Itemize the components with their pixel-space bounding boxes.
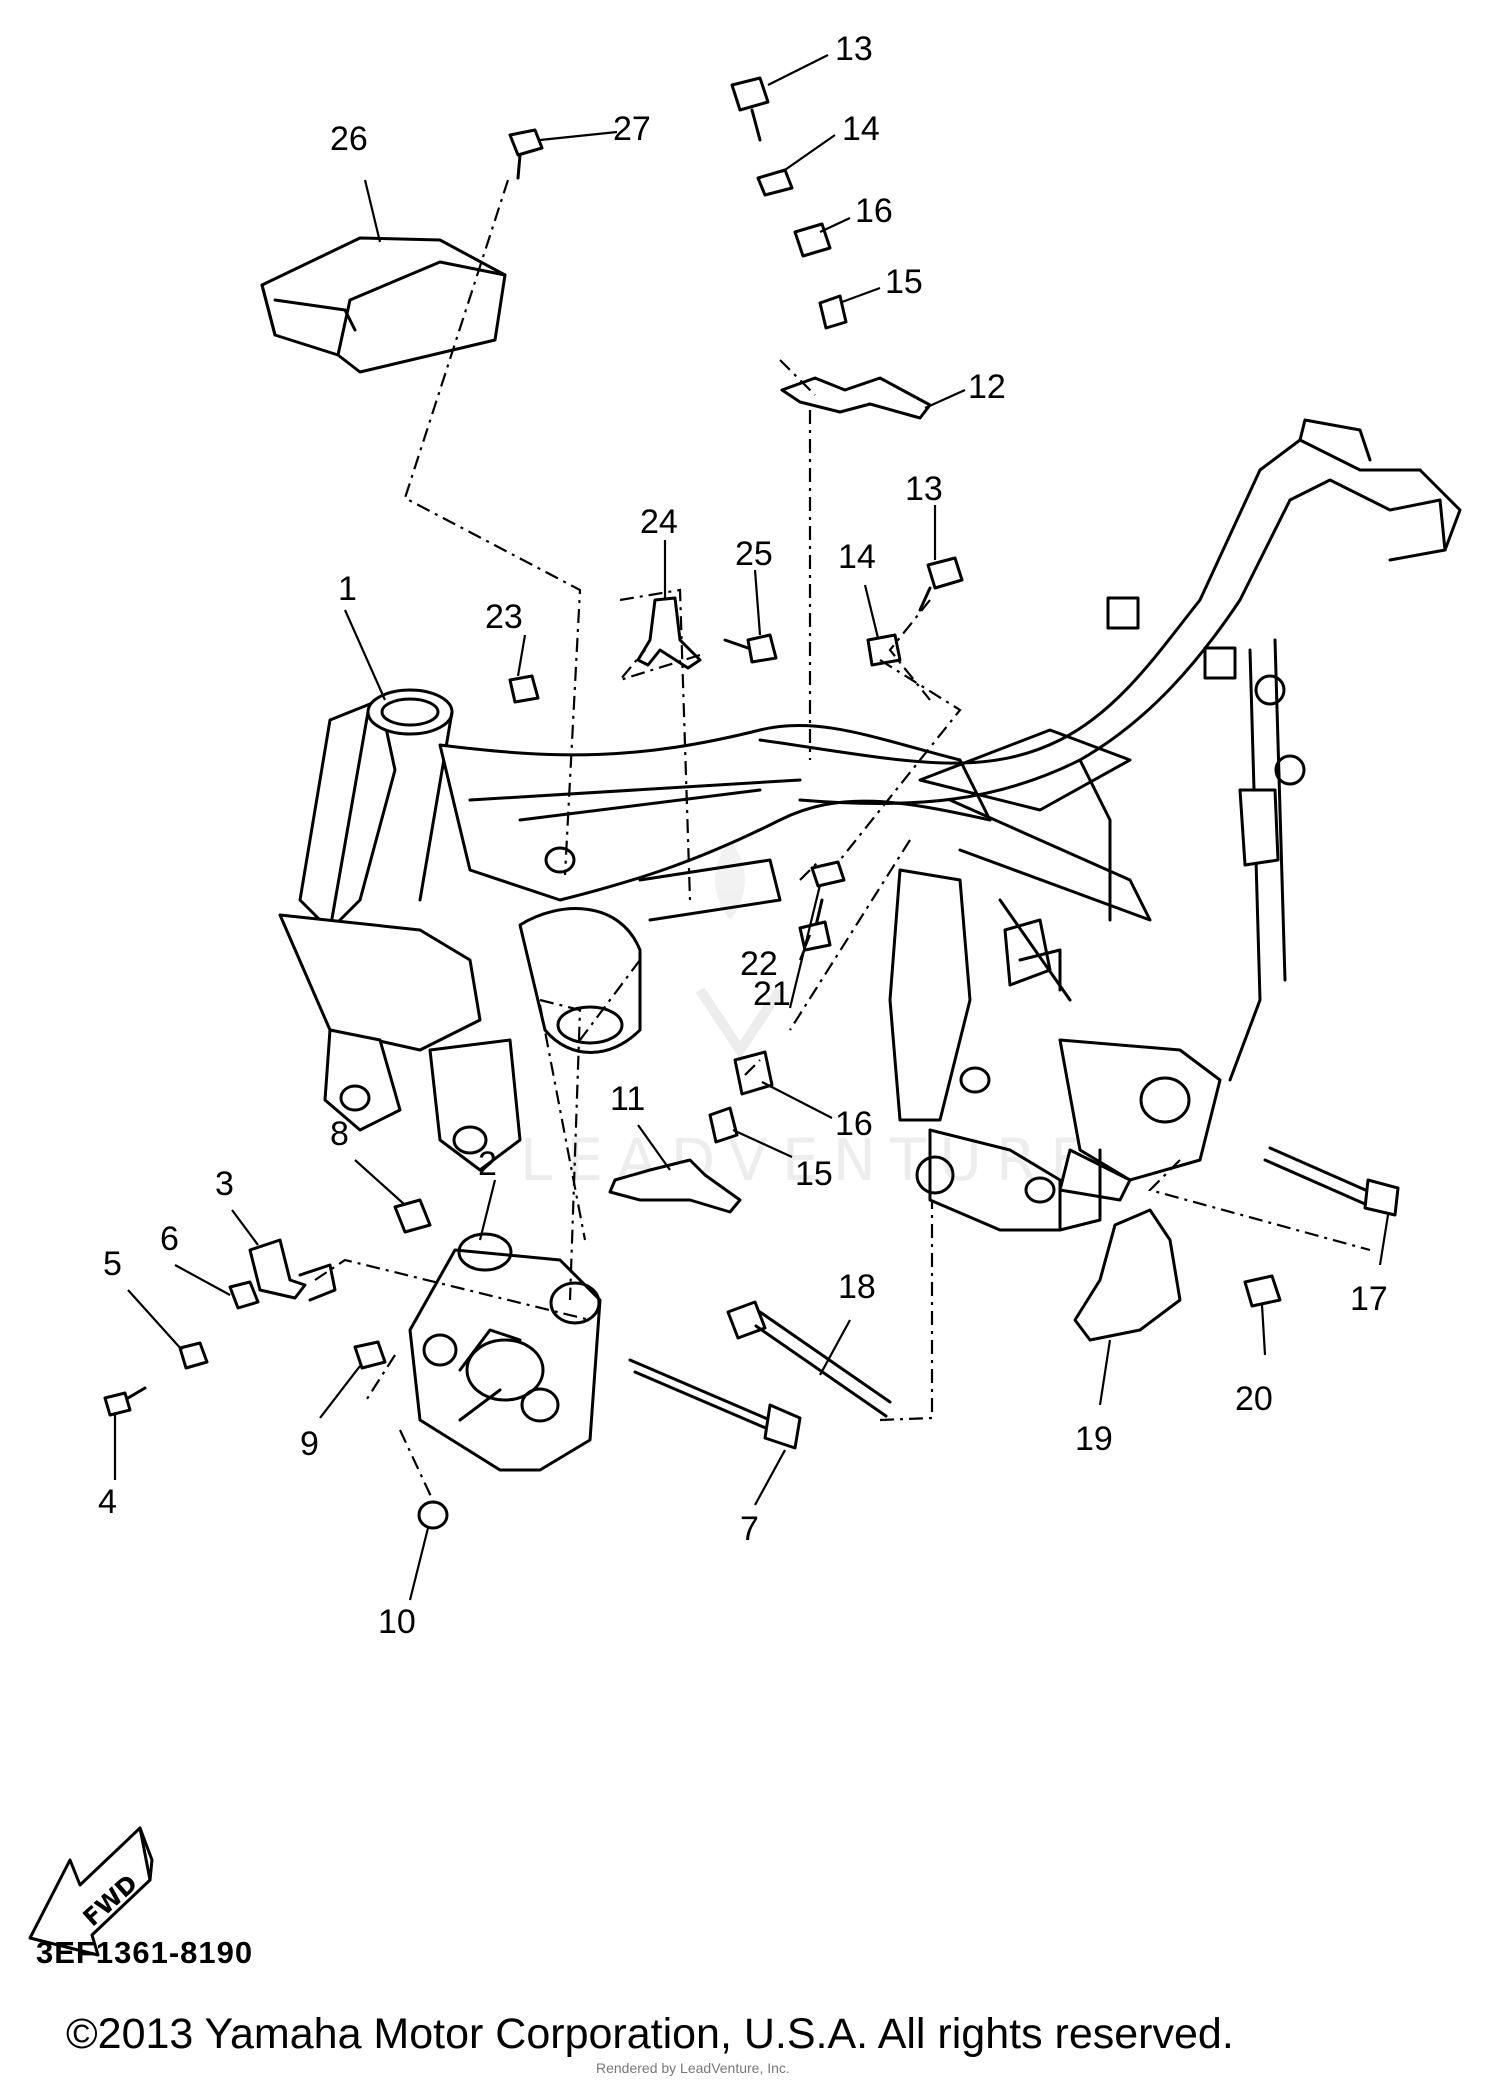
nut-20	[1243, 1274, 1282, 1308]
callout-7: 7	[740, 1510, 759, 1548]
stay-11	[608, 1158, 742, 1214]
screw-25	[723, 633, 778, 664]
callout-3: 3	[215, 1165, 234, 1203]
collar-15-top	[818, 294, 848, 330]
callout-9: 9	[300, 1425, 319, 1463]
callout-14-mid: 14	[838, 538, 876, 576]
leader-lines	[113, 54, 1390, 1601]
nut-8	[393, 1198, 432, 1234]
callout-6: 6	[160, 1220, 179, 1258]
callouts: 1 2 3 4 5 6 7 8 9 10 11 12 13 13 14 14 1…	[98, 30, 1388, 1641]
callout-25: 25	[735, 535, 773, 573]
callout-12: 12	[968, 368, 1006, 406]
callout-23: 23	[485, 598, 523, 636]
callout-10: 10	[378, 1603, 416, 1641]
screw-23	[508, 674, 540, 704]
callout-16-low: 16	[835, 1105, 873, 1143]
screw-27	[508, 128, 544, 180]
engine-bracket-2	[408, 1232, 602, 1472]
callout-1: 1	[338, 570, 357, 608]
rubber-14-mid	[866, 633, 902, 667]
diagram-part-code: 3EF1361-8190	[36, 1935, 254, 1970]
callout-24: 24	[640, 503, 678, 541]
render-credit: Rendered by LeadVenture, Inc.	[596, 2060, 790, 2076]
callout-22: 22	[740, 945, 778, 983]
callout-21: 21	[753, 975, 791, 1013]
damper-16-low	[733, 1050, 774, 1096]
assembly-lines	[314, 179, 1371, 1506]
collar-15-low	[708, 1106, 739, 1144]
copyright-notice: ©2013 Yamaha Motor Corporation, U.S.A. A…	[66, 2010, 1234, 2058]
callout-11: 11	[610, 1080, 645, 1118]
callout-19: 19	[1075, 1420, 1113, 1458]
bolt-7	[628, 1358, 802, 1450]
callout-5: 5	[103, 1245, 122, 1283]
nut-10	[417, 1500, 449, 1530]
bracket-3	[248, 1238, 307, 1300]
callout-26: 26	[330, 120, 368, 158]
callout-15-low: 15	[795, 1155, 833, 1193]
bolt-17	[1263, 1146, 1400, 1217]
callout-18: 18	[838, 1268, 876, 1306]
callout-8: 8	[330, 1115, 349, 1153]
callout-20: 20	[1235, 1380, 1273, 1418]
callout-17: 17	[1350, 1280, 1388, 1318]
callout-13-mid: 13	[905, 470, 943, 508]
cover-26	[260, 236, 507, 374]
callout-16-top: 16	[855, 192, 893, 230]
bolt-4	[103, 1386, 147, 1417]
bolt-13-top	[730, 76, 770, 142]
callout-4: 4	[98, 1483, 117, 1521]
callout-14-top: 14	[842, 110, 880, 148]
callout-13-top: 13	[835, 30, 873, 68]
nut-5	[178, 1341, 209, 1370]
collar-22	[810, 860, 846, 888]
callout-2: 2	[478, 1145, 497, 1183]
main-frame	[278, 418, 1462, 1232]
callout-15-top: 15	[885, 263, 923, 301]
bolt-13-mid	[918, 556, 964, 612]
callout-27: 27	[613, 110, 651, 148]
rubber-14-top	[756, 168, 794, 197]
nut-9	[353, 1340, 387, 1370]
washer-6	[228, 1280, 260, 1310]
plate-19	[1073, 1208, 1182, 1342]
bolt-18	[726, 1300, 892, 1418]
stay-12	[780, 376, 932, 420]
